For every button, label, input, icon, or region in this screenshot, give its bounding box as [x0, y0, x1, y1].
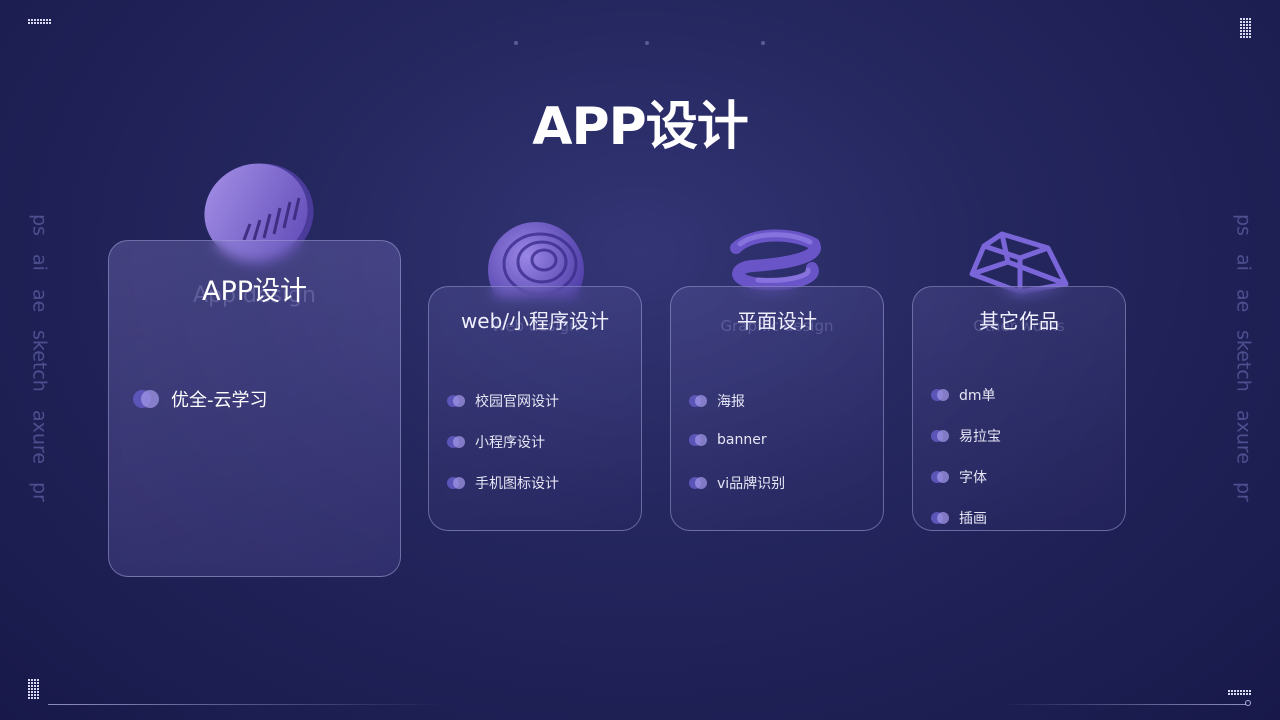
- list-item[interactable]: 海报: [689, 391, 745, 411]
- list-item[interactable]: vi品牌识别: [689, 473, 785, 493]
- list-item[interactable]: 易拉宝: [931, 426, 1001, 446]
- card-title: web/小程序设计: [460, 309, 610, 333]
- list-item-label: 手机图标设计: [475, 476, 559, 492]
- card-app-design[interactable]: App design APP设计 优全-云学习: [108, 240, 401, 577]
- double-circle-bullet-icon: [931, 430, 949, 442]
- double-circle-bullet-icon: [447, 477, 465, 489]
- card-graphic-design[interactable]: Graphic design 平面设计 海报 banner vi品牌识别: [670, 286, 884, 531]
- list-item-label: 校园官网设计: [475, 394, 559, 410]
- side-tool-label: ai: [28, 253, 51, 271]
- bottom-divider-left: [48, 704, 448, 705]
- side-tool-label: axure: [1232, 410, 1255, 465]
- grid-dots-icon: [1240, 18, 1251, 38]
- side-tool-label: ae: [28, 288, 51, 313]
- side-tools-left: ps ai ae sketch axure pr: [27, 214, 51, 520]
- double-circle-bullet-icon: [689, 477, 707, 489]
- list-item[interactable]: 小程序设计: [447, 432, 545, 452]
- side-tool-label: sketch: [1232, 330, 1255, 393]
- double-circle-bullet-icon: [447, 395, 465, 407]
- card-subtitle: Graphic design: [720, 317, 834, 335]
- card-subtitle: Other works: [973, 317, 1065, 335]
- double-circle-bullet-icon: [689, 395, 707, 407]
- card-title: APP设计: [201, 276, 308, 307]
- decorative-dot: [514, 41, 518, 45]
- double-circle-bullet-icon: [931, 512, 949, 524]
- decorative-dot: [761, 41, 765, 45]
- list-item[interactable]: banner: [689, 432, 767, 448]
- list-item-label: 字体: [959, 470, 987, 486]
- card-web-design[interactable]: Web design web/小程序设计 校园官网设计 小程序设计 手机图标设计: [428, 286, 642, 531]
- list-item[interactable]: 字体: [931, 467, 987, 487]
- double-circle-bullet-icon: [931, 389, 949, 401]
- list-item[interactable]: dm单: [931, 385, 996, 405]
- grid-dots-icon: [1228, 690, 1251, 695]
- list-item-label: 小程序设计: [475, 435, 545, 451]
- side-tool-label: pr: [1232, 482, 1255, 502]
- card-title: 平面设计: [737, 309, 817, 333]
- double-circle-bullet-icon: [931, 471, 949, 483]
- double-circle-bullet-icon: [447, 436, 465, 448]
- list-item-label: 海报: [717, 394, 745, 410]
- side-tools-right: ps ai ae sketch axure pr: [1231, 214, 1255, 520]
- purple-disc-3d-icon: [204, 163, 314, 265]
- card-subtitle: App design: [193, 283, 316, 308]
- purple-swirl-sphere-3d-icon: [488, 222, 584, 298]
- list-item[interactable]: 插画: [931, 508, 987, 528]
- grid-dots-icon: [28, 679, 39, 699]
- side-tool-label: sketch: [28, 330, 51, 393]
- side-tool-label: ps: [28, 214, 51, 236]
- double-circle-bullet-icon: [133, 390, 159, 408]
- page-title: APP设计: [532, 97, 748, 157]
- side-tool-label: axure: [28, 410, 51, 465]
- list-item-label: dm单: [959, 388, 996, 404]
- double-circle-bullet-icon: [689, 434, 707, 446]
- list-item-label: 优全-云学习: [171, 390, 268, 411]
- card-title: 其它作品: [979, 309, 1059, 333]
- side-tool-label: ai: [1232, 253, 1255, 271]
- card-other-works[interactable]: Other works 其它作品 dm单 易拉宝 字体 插画: [912, 286, 1126, 531]
- list-item-label: 插画: [959, 511, 987, 527]
- list-item-label: 易拉宝: [959, 429, 1001, 445]
- line-end-circle-icon: [1245, 700, 1251, 706]
- side-tool-label: ps: [1232, 214, 1255, 236]
- grid-dots-icon: [28, 19, 51, 24]
- decorative-dot: [645, 41, 649, 45]
- bottom-divider-right: [1000, 704, 1246, 705]
- side-tool-label: ae: [1232, 288, 1255, 313]
- side-tool-label: pr: [28, 482, 51, 502]
- list-item[interactable]: 校园官网设计: [447, 391, 559, 411]
- list-item-label: vi品牌识别: [717, 476, 786, 492]
- list-item[interactable]: 优全-云学习: [133, 386, 268, 412]
- list-item-label: banner: [717, 432, 767, 448]
- card-subtitle: Web design: [491, 317, 579, 335]
- list-item[interactable]: 手机图标设计: [447, 473, 559, 493]
- purple-spring-coil-3d-icon: [730, 229, 822, 291]
